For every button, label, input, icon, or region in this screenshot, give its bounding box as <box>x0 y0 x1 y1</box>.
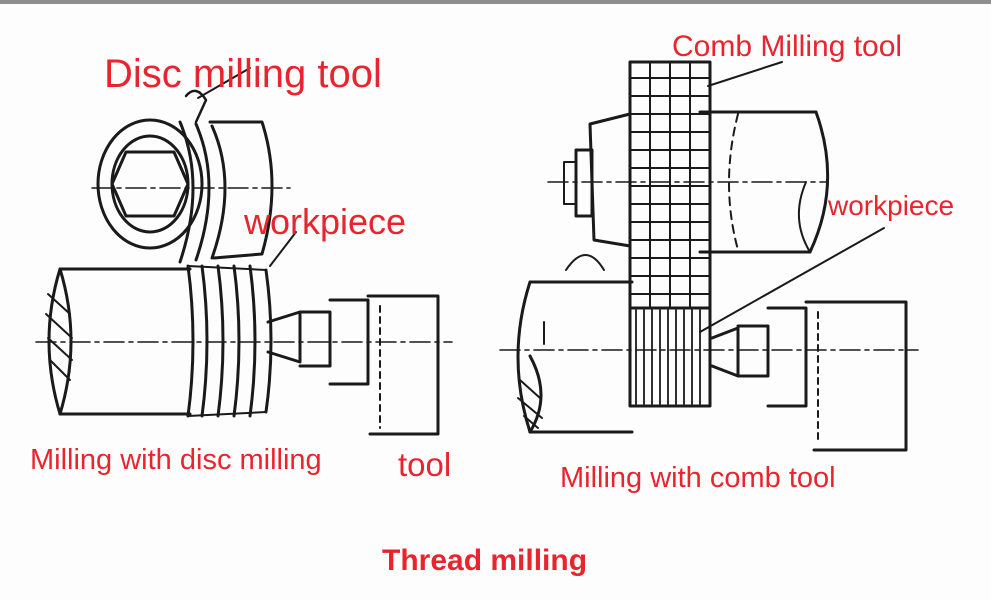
thread-milling-drawing <box>35 60 919 452</box>
right-tailstock <box>710 300 908 452</box>
comb-milling-tool-label: Comb Milling tool <box>672 30 903 63</box>
comb-milling-cutter <box>628 60 712 310</box>
disc-milling-caption-tool: tool <box>398 446 452 483</box>
comb-tool-arbor <box>563 110 830 254</box>
disc-milling-caption: Milling with disc milling <box>30 444 322 476</box>
right-comb-milling-illustration <box>499 60 919 452</box>
diagram-title: Thread milling <box>382 544 588 577</box>
right-workpiece-label: workpiece <box>828 190 955 221</box>
right-axis-lines <box>499 181 919 351</box>
comb-tool-leader-line <box>707 61 783 87</box>
left-workpiece-label: workpiece <box>244 201 407 242</box>
right-thread-section <box>628 306 712 408</box>
disc-tool-leader-line <box>197 67 251 99</box>
left-disc-milling-illustration <box>35 67 453 436</box>
left-workpiece-leader-line <box>269 231 297 267</box>
left-tailstock <box>266 294 440 436</box>
right-workpiece <box>516 254 634 434</box>
right-workpiece-leader-line <box>699 227 885 333</box>
left-axis-lines <box>35 187 453 343</box>
disc-milling-tool-label: Disc milling tool <box>104 52 382 96</box>
comb-milling-caption: Milling with comb tool <box>560 462 836 494</box>
left-thread-section <box>186 264 273 418</box>
